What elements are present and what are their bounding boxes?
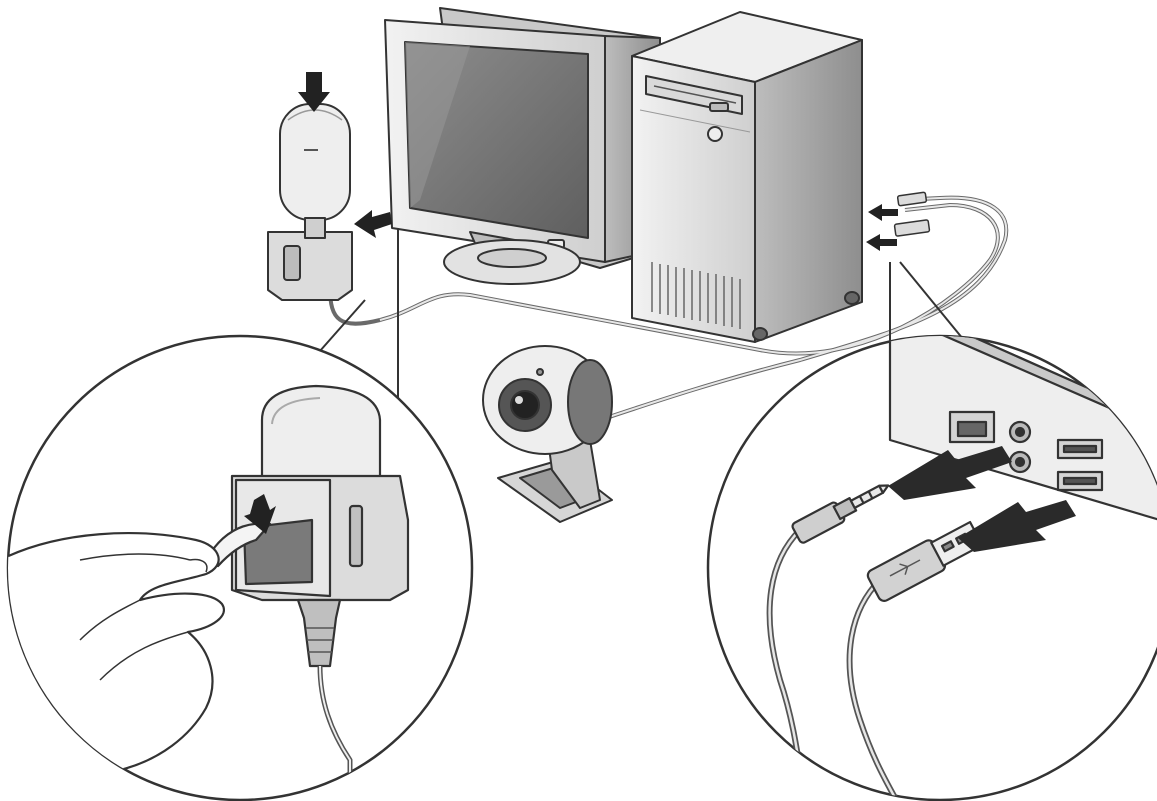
port-connection-detail-callout (706, 334, 1157, 801)
tower-pc (631, 11, 863, 343)
usb-webcam (482, 345, 613, 523)
arrow-right-icon (888, 446, 1012, 500)
arrow-down-icon (244, 494, 276, 534)
arrow-down-icon (298, 72, 330, 112)
desktop-scene (267, 7, 1009, 523)
pc-power-button (707, 126, 723, 142)
front-vents (651, 262, 741, 329)
arrow-left-icon (866, 234, 897, 251)
clip-microphone (267, 103, 353, 301)
crt-monitor (384, 7, 661, 285)
audio-jack-plug (791, 484, 890, 544)
adhesive-backing (242, 518, 314, 586)
pc-plugs (893, 191, 931, 237)
arrow-left-icon (868, 204, 898, 221)
arrow-right-icon (354, 210, 392, 238)
microphone-detail-callout (6, 334, 474, 801)
arrow-right-icon (958, 500, 1076, 552)
